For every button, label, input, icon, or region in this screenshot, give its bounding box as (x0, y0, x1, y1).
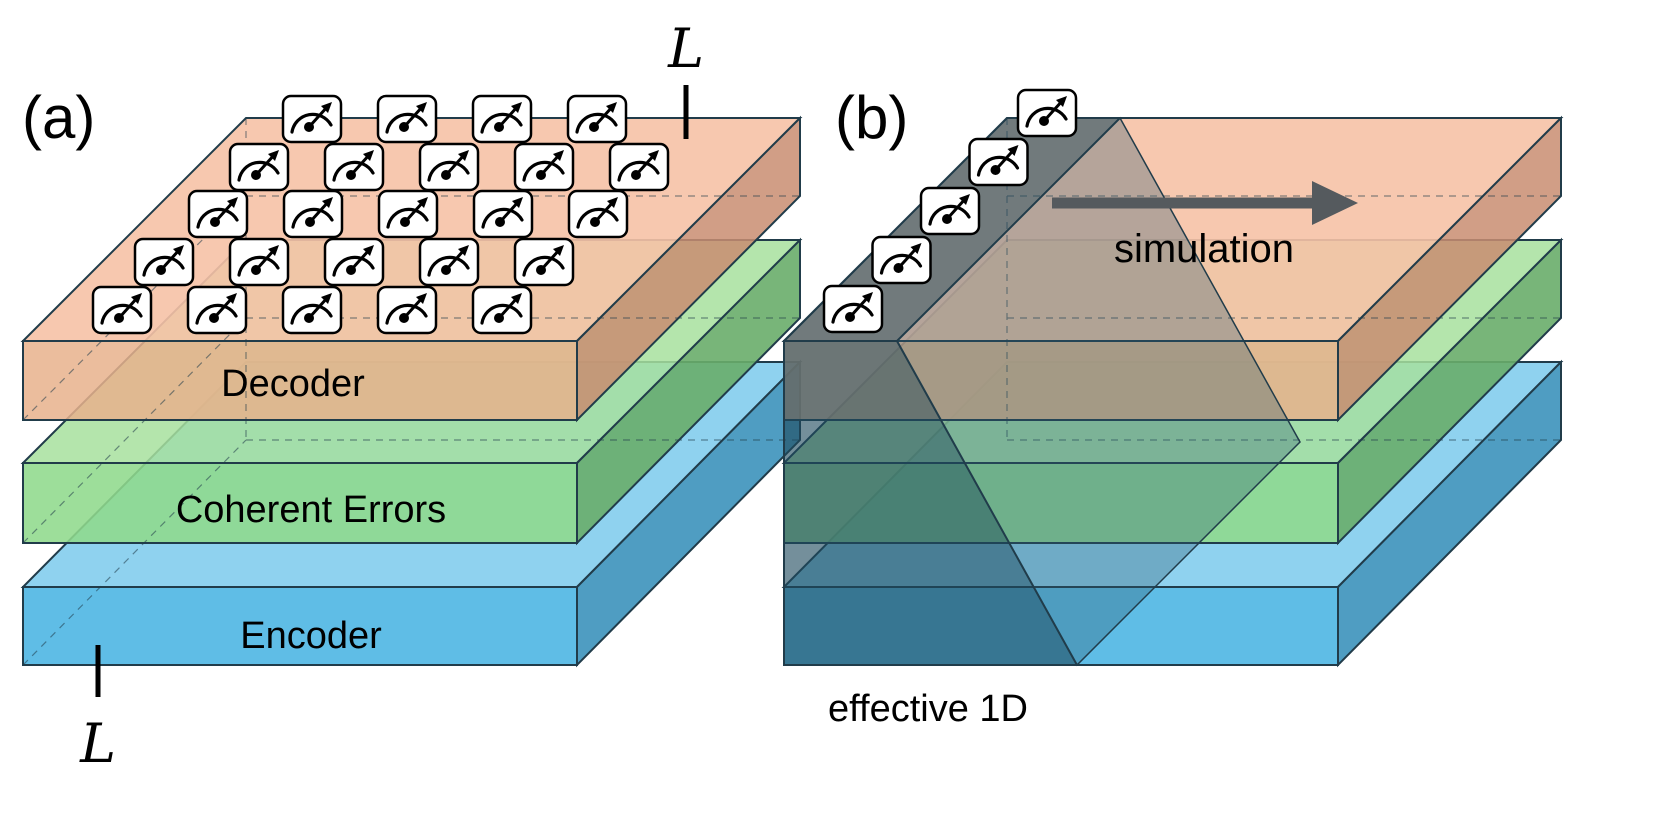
panel-label-b: (b) (835, 84, 908, 151)
meter-icon (566, 94, 628, 144)
meter-icon (376, 94, 438, 144)
simulation-label: simulation (1114, 227, 1294, 271)
meter-icon (822, 284, 884, 334)
meter-icon (567, 189, 629, 239)
meter-icon (471, 94, 533, 144)
size-label-bottom: L (79, 712, 116, 775)
meter-icon (376, 285, 438, 335)
panel-label-a: (a) (22, 84, 95, 151)
meter-icon (187, 189, 249, 239)
meter-icon (377, 189, 439, 239)
meter-icon (418, 142, 480, 192)
meter-icon (323, 237, 385, 287)
panel-b: (b) simulation effective 1D (781, 84, 1564, 730)
meter-icon (228, 237, 290, 287)
meter-icon (91, 285, 153, 335)
meter-icon (513, 237, 575, 287)
meter-icon (608, 142, 670, 192)
hidden-edges-b (1006, 118, 1561, 441)
meter-icon (418, 237, 480, 287)
coherent-errors-label: Coherent Errors (176, 489, 446, 531)
meter-icon (228, 142, 290, 192)
meter-icon (281, 285, 343, 335)
effective-1d-label: effective 1D (828, 688, 1028, 730)
meter-icon (919, 186, 981, 236)
encoder-label: Encoder (240, 615, 382, 657)
size-label-top: L (667, 17, 704, 80)
meter-icon (323, 142, 385, 192)
meter-icon (472, 189, 534, 239)
simulation-arrow (1052, 181, 1358, 225)
meter-icon (471, 285, 533, 335)
meter-icon (967, 137, 1030, 187)
meter-icon (281, 94, 343, 144)
meter-icon (1016, 88, 1078, 138)
meter-icon (133, 237, 195, 287)
meter-icon (186, 285, 248, 335)
decoder-label: Decoder (221, 363, 365, 405)
meter-icon (513, 142, 575, 192)
meter-icon (282, 189, 344, 239)
panel-a: (a) Decoder Coherent Errors Encoder L L (20, 17, 803, 775)
meter-icon (870, 235, 933, 285)
